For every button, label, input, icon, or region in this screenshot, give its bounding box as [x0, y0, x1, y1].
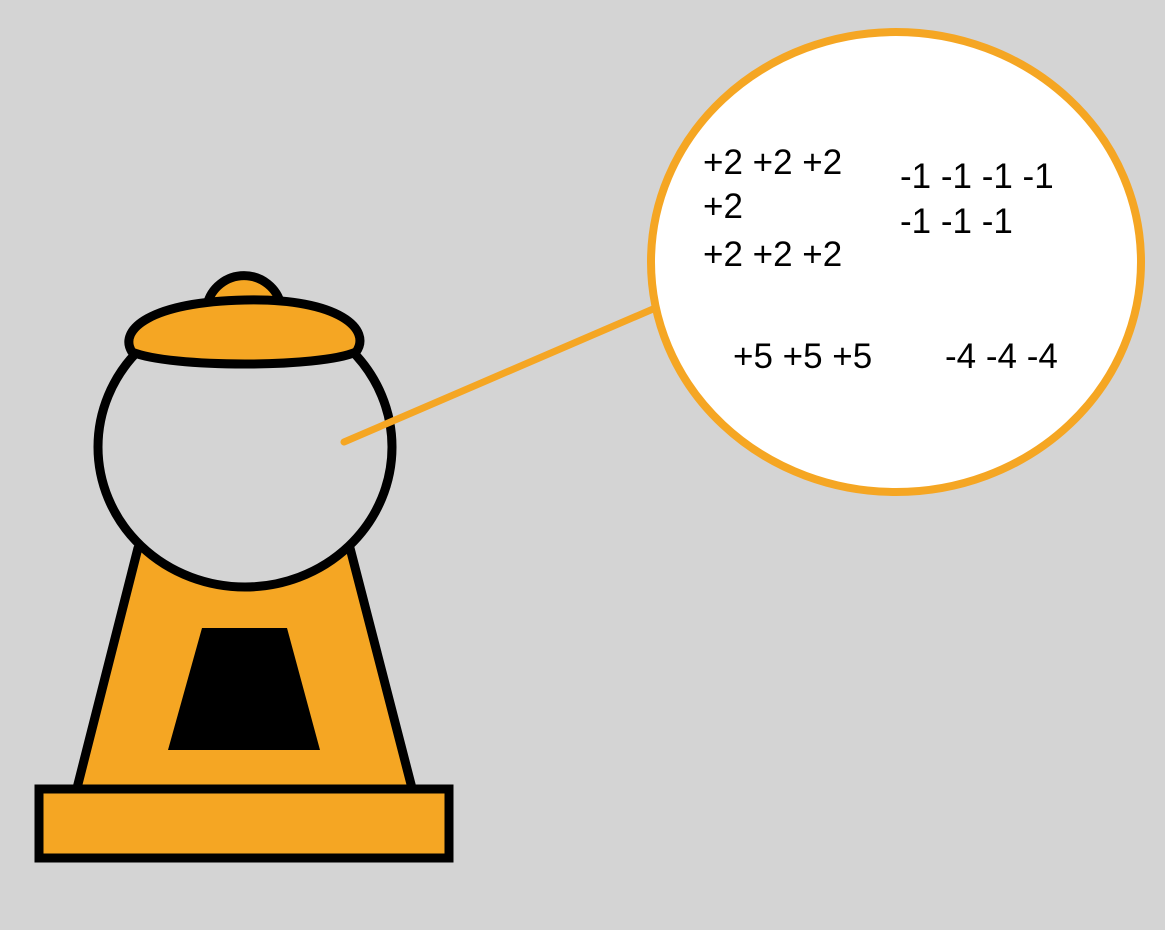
minus-one-row-1: -1 -1 -1 -1 — [900, 157, 1054, 196]
plus-two-row-2: +2 — [703, 187, 743, 226]
plus-two-row-3: +2 +2 +2 — [703, 235, 842, 274]
zoom-bubble — [647, 28, 1145, 496]
machine-base — [34, 784, 454, 863]
plus-five-row: +5 +5 +5 — [733, 337, 872, 376]
candy-chute — [168, 628, 320, 750]
minus-four-row: -4 -4 -4 — [945, 337, 1058, 376]
callout-pointer — [340, 302, 664, 446]
plus-two-row-1: +2 +2 +2 — [703, 143, 842, 182]
gumball-values: +2 +2 +2 +2 +2 +2 +2 -1 -1 -1 -1 -1 -1 -… — [703, 143, 1058, 376]
machine-lid — [124, 295, 365, 369]
gumball-machine-icon — [34, 271, 454, 863]
minus-one-row-2: -1 -1 -1 — [900, 202, 1013, 241]
